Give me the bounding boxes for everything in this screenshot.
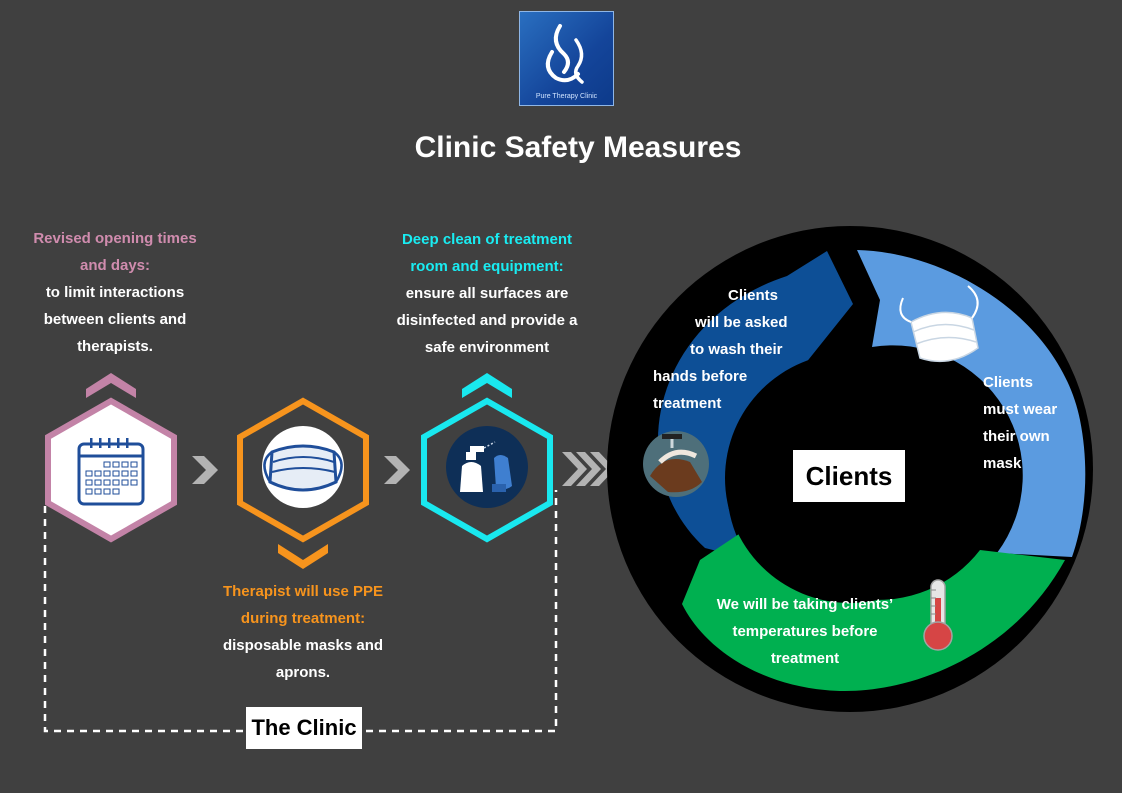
step-2-chevron-down [278,544,328,569]
step-1-hexagon [45,373,177,543]
step-3-text: Deep clean of treatment room and equipme… [372,226,602,361]
calendar-icon [77,438,145,506]
thermometer-icon [923,579,953,651]
segment-1-line-2: will be asked [695,314,788,331]
step-3-body-1: ensure all surfaces are [405,285,569,302]
step-3-heading-1: Deep clean of treatment [401,231,573,248]
segment-1-line-3: to wash their [690,341,783,358]
step-1-heading-1: Revised opening times [33,230,197,247]
step-1-heading-2: and days: [79,257,151,274]
arrow-right-2 [384,456,410,484]
segment-1-line-1: Clients [728,287,779,304]
step-3-chevron-up [462,373,512,398]
segment-2-text: Clients must wear their own mask [983,369,1083,477]
step-3-body-3: safe environment [424,339,550,356]
step-1-body-1: to limit interactions [45,284,185,301]
step-1-body-3: therapists. [77,338,153,355]
segment-1-text: Clients will be asked to wash their hand… [650,282,788,417]
step-2-body-2: aprons. [275,664,331,681]
step-2-body-1: disposable masks and [222,637,384,654]
spray-bottle-icon [446,426,528,508]
flame-logo-icon [545,24,584,84]
step-1-body-2: between clients and [43,311,187,328]
segment-2-line-1: Clients [983,374,1034,391]
step-3-hexagon [421,373,553,543]
step-3-body-2: disinfected and provide a [396,312,578,329]
segment-1-line-5: treatment [653,395,722,412]
segment-hand-washing [657,251,853,559]
hand-washing-icon [643,431,709,497]
face-mask-icon [262,426,344,508]
segment-3-line-3: treatment [770,650,840,667]
step-3-heading-2: room and equipment: [410,258,564,275]
clients-center-label: Clients [793,450,905,502]
step-1-text: Revised opening times and days: to limit… [0,225,230,360]
logo-text: Pure Therapy Clinic [535,93,598,100]
segment-2-line-2: must wear [983,401,1058,418]
segment-3-line-2: temperatures before [732,623,878,640]
step-2-text: Therapist will use PPE during treatment:… [188,578,418,686]
step-1-chevron-up [86,373,136,398]
segment-1-line-4: hands before [653,368,748,385]
segment-3-line-1: We will be taking clients’ [716,596,894,613]
segment-3-text: We will be taking clients’ temperatures … [700,591,910,672]
step-2-heading-1: Therapist will use PPE [222,583,384,600]
clinic-logo: Pure Therapy Clinic [519,11,614,106]
arrow-right-1 [192,456,218,484]
segment-2-line-3: their own [983,428,1050,445]
step-2-heading-2: during treatment: [240,610,366,627]
clinic-label: The Clinic [246,707,362,749]
page-title: Clinic Safety Measures [414,131,742,164]
step-2-hexagon [237,397,369,569]
segment-2-line-4: mask [983,455,1022,472]
face-mask-icon [899,285,979,363]
